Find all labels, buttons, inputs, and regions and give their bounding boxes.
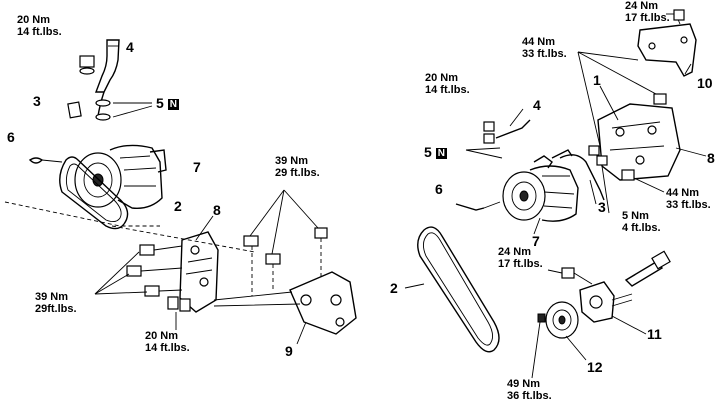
left-bolts <box>126 244 191 330</box>
right-torque-label-5: 5 Nm 4 ft.lbs. <box>622 210 661 234</box>
callout-6-right: 6 <box>435 181 443 197</box>
torque-imperial: 29ft.lbs. <box>35 303 77 315</box>
left-torque-label-1: 20 Nm 14 ft.lbs. <box>17 14 62 38</box>
right-bolts-lower <box>547 250 671 287</box>
torque-imperial: 36 ft.lbs. <box>507 390 552 402</box>
left-upper-bolts <box>243 189 328 296</box>
torque-metric: 39 Nm <box>35 291 69 303</box>
left-cap-nut <box>79 55 95 75</box>
right-torque-label-4: 44 Nm 33 ft.lbs. <box>666 187 711 211</box>
right-torque-label-3: 20 Nm 14 ft.lbs. <box>425 72 470 96</box>
callout-10: 10 <box>697 75 713 91</box>
callout-5-number: 5 <box>424 144 432 160</box>
new-part-tag: N <box>435 148 448 159</box>
callout-2: 2 <box>174 198 182 214</box>
right-clip-6 <box>455 201 501 211</box>
callout-7-right: 7 <box>532 233 540 249</box>
callout-11: 11 <box>647 326 662 342</box>
callout-7: 7 <box>193 159 201 175</box>
torque-imperial: 17 ft.lbs. <box>498 258 543 270</box>
left-drive-belt <box>59 156 129 230</box>
torque-imperial: 33 ft.lbs. <box>522 48 567 60</box>
left-bracket-9 <box>213 271 357 345</box>
torque-metric: 44 Nm <box>666 187 700 199</box>
right-tensioner-11 <box>579 281 647 335</box>
callout-8-right: 8 <box>707 150 715 166</box>
left-torque-label-3: 39 Nm 29ft.lbs. <box>35 291 77 315</box>
callout-1: 1 <box>593 72 601 88</box>
right-bolt-top <box>673 9 685 21</box>
right-torque-label-1: 24 Nm 17 ft.lbs. <box>625 0 670 24</box>
right-torque-label-2: 44 Nm 33 ft.lbs. <box>522 36 567 60</box>
torque-imperial: 14 ft.lbs. <box>17 26 62 38</box>
left-washers <box>95 99 153 121</box>
new-part-tag: N <box>167 99 180 110</box>
torque-imperial: 29 ft.lbs. <box>275 167 320 179</box>
callout-9: 9 <box>285 343 293 359</box>
right-bracket-8 <box>597 103 707 181</box>
torque-metric: 20 Nm <box>425 72 459 84</box>
left-bracket-8 <box>179 215 219 313</box>
torque-metric: 39 Nm <box>275 155 309 167</box>
left-bracket-piece-3 <box>67 101 82 119</box>
torque-imperial: 17 ft.lbs. <box>625 12 670 24</box>
callout-8: 8 <box>213 202 221 218</box>
torque-metric: 5 Nm <box>622 210 649 222</box>
torque-metric: 20 Nm <box>17 14 51 26</box>
right-bolts <box>577 51 667 214</box>
torque-imperial: 4 ft.lbs. <box>622 222 661 234</box>
torque-metric: 49 Nm <box>507 378 541 390</box>
torque-imperial: 33 ft.lbs. <box>666 199 711 211</box>
left-torque-label-4: 20 Nm 14 ft.lbs. <box>145 330 190 354</box>
callout-5-number: 5 <box>156 95 164 111</box>
callout-4: 4 <box>126 39 134 55</box>
torque-metric: 24 Nm <box>625 0 659 12</box>
right-hose-3 <box>559 154 605 205</box>
callout-3: 3 <box>33 93 41 109</box>
left-bolts-leaders <box>94 251 148 295</box>
torque-metric: 20 Nm <box>145 330 179 342</box>
torque-metric: 44 Nm <box>522 36 556 48</box>
left-clip-6 <box>28 157 63 164</box>
right-belt-2 <box>404 226 500 353</box>
right-pump-7 <box>502 149 579 235</box>
torque-metric: 24 Nm <box>498 246 532 258</box>
right-torque-label-7: 49 Nm 36 ft.lbs. <box>507 378 552 402</box>
left-torque-label-2: 39 Nm 29 ft.lbs. <box>275 155 320 179</box>
torque-imperial: 14 ft.lbs. <box>425 84 470 96</box>
callout-12: 12 <box>587 359 603 375</box>
right-hose-4 <box>465 108 531 159</box>
callout-2-right: 2 <box>390 280 398 296</box>
callout-6: 6 <box>7 129 15 145</box>
left-pump-body <box>74 144 167 209</box>
callout-3-right: 3 <box>598 199 606 215</box>
torque-imperial: 14 ft.lbs. <box>145 342 190 354</box>
right-pulley-12 <box>531 301 587 379</box>
right-torque-label-6: 24 Nm 17 ft.lbs. <box>498 246 543 270</box>
callout-4-right: 4 <box>533 97 541 113</box>
